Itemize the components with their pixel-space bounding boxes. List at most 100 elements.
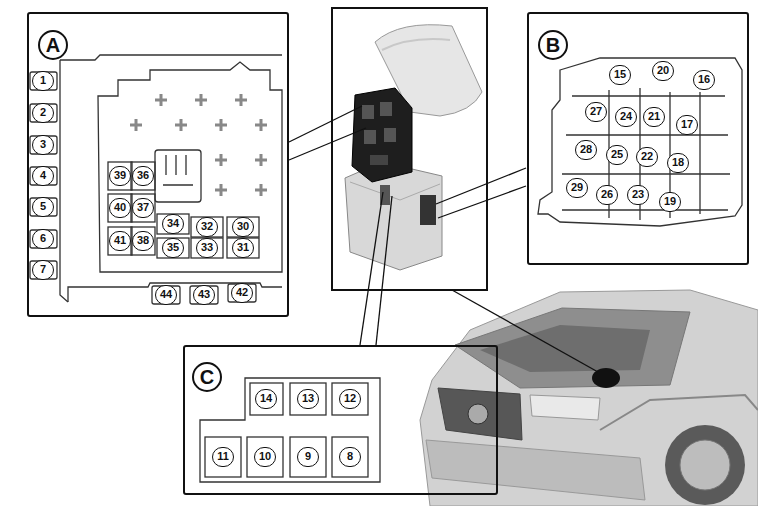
drawing-part	[352, 88, 412, 182]
drawing-part	[131, 194, 155, 222]
drawing-part	[538, 58, 742, 226]
drawing-part	[155, 94, 167, 106]
callout-number: 18	[667, 153, 689, 173]
drawing-part	[247, 437, 283, 477]
drawing-part	[255, 184, 267, 196]
drawing-part	[436, 168, 526, 204]
drawing-part	[30, 167, 57, 185]
drawing-part	[195, 94, 207, 106]
drawing-part	[175, 119, 187, 131]
drawing-part	[250, 383, 283, 415]
drawing-part	[290, 383, 326, 415]
callout-number: 19	[659, 192, 681, 212]
callout-number: 15	[609, 65, 631, 85]
drawing-part	[30, 136, 57, 154]
drawing-part	[215, 154, 227, 166]
drawing-part	[227, 238, 259, 258]
callout-number: 14	[255, 389, 277, 409]
callout-number: 6	[32, 229, 54, 249]
callout-number: 23	[627, 185, 649, 205]
drawing-part	[30, 261, 57, 279]
drawing-part	[360, 192, 383, 345]
drawing-part	[600, 395, 758, 430]
callout-number: 3	[32, 135, 54, 155]
callout-number: 37	[132, 198, 154, 218]
panel-letter: A	[38, 30, 68, 60]
drawing-part	[420, 290, 758, 506]
panel-c-drawing	[200, 378, 380, 482]
engine-fuse-box-picture	[332, 8, 487, 290]
callout-number: 26	[596, 185, 618, 205]
callout-number: 20	[652, 61, 674, 81]
callout-number: 36	[132, 166, 154, 186]
drawing-part	[227, 217, 259, 237]
drawing-part	[290, 437, 326, 477]
drawing-part	[665, 425, 745, 505]
callout-number: 27	[585, 102, 607, 122]
drawing-part	[215, 119, 227, 131]
drawing-part	[152, 286, 180, 304]
drawing-part	[426, 440, 645, 500]
drawing-part	[289, 106, 362, 142]
drawing-part	[108, 162, 132, 190]
drawing-part	[530, 395, 600, 420]
car-picture	[420, 290, 758, 506]
callout-number: 43	[193, 285, 215, 305]
callout-number: 9	[297, 447, 319, 467]
panel-b-drawing	[538, 58, 742, 226]
drawing-part	[30, 104, 57, 122]
drawing-part	[235, 94, 247, 106]
callout-number: 24	[615, 107, 637, 127]
callout-number: 34	[162, 214, 184, 234]
callout-number: 1	[32, 71, 54, 91]
drawing-part	[200, 378, 380, 482]
drawing-part	[364, 130, 376, 144]
callout-number: 44	[155, 285, 177, 305]
callout-number: 31	[232, 238, 254, 258]
drawing-part	[384, 128, 396, 142]
callout-number: 10	[254, 447, 276, 467]
drawing-part	[130, 119, 142, 131]
callout-number: 33	[196, 238, 218, 258]
panel-letter: B	[538, 30, 568, 60]
panel-a-drawing	[30, 55, 282, 304]
drawing-part	[332, 383, 368, 415]
drawing-part	[157, 238, 189, 258]
drawing-part	[131, 162, 155, 190]
drawing-part	[98, 62, 282, 272]
panel-letter: C	[192, 362, 222, 392]
drawing-part	[30, 72, 57, 90]
callout-number: 35	[162, 238, 184, 258]
callout-number: 12	[339, 389, 361, 409]
drawing-part	[215, 184, 227, 196]
callout-number: 11	[212, 447, 234, 467]
drawing-part	[345, 162, 442, 270]
drawing-part	[332, 437, 368, 477]
drawing-part	[380, 102, 392, 116]
drawing-part	[370, 155, 388, 165]
drawing-part	[228, 284, 256, 302]
drawing-part	[468, 404, 488, 424]
callout-number: 22	[636, 147, 658, 167]
drawing-part	[131, 227, 155, 255]
drawing-part	[60, 55, 282, 302]
drawing-part	[155, 150, 201, 202]
drawing-part	[375, 25, 482, 116]
callout-number: 21	[643, 107, 665, 127]
callout-number: 40	[109, 198, 131, 218]
callout-number: 32	[196, 217, 218, 237]
drawing-part	[255, 154, 267, 166]
drawing-part	[157, 214, 189, 234]
callout-number: 2	[32, 103, 54, 123]
callout-number: 13	[297, 389, 319, 409]
drawing-part	[562, 96, 730, 210]
leader-lines	[289, 106, 598, 372]
drawing-part	[382, 39, 450, 50]
drawing-part	[108, 227, 132, 255]
callout-number: 41	[109, 231, 131, 251]
drawing-part	[163, 155, 193, 185]
callout-number: 16	[693, 70, 715, 90]
callout-number: 7	[32, 260, 54, 280]
panel-frame: C	[183, 345, 498, 495]
